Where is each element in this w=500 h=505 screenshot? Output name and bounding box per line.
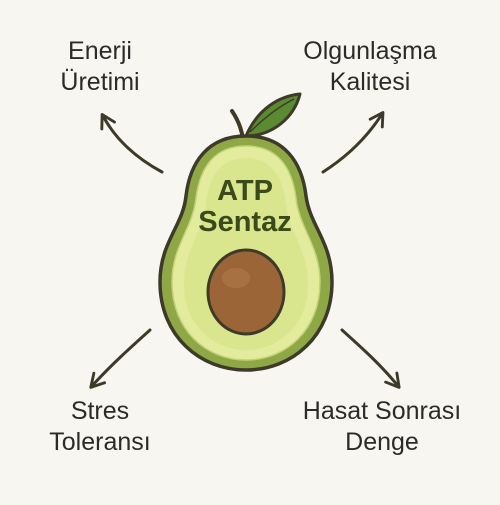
seed-highlight (222, 268, 250, 288)
arrow-bottom-left (89, 328, 152, 389)
label-line: Üretimi (60, 68, 140, 97)
label-line: Kalitesi (329, 68, 411, 97)
avocado-leaf (244, 92, 302, 138)
arrow-bottom-right (340, 328, 401, 389)
label-stress-tolerance: Stres Toleransı (30, 396, 170, 459)
label-line: Hasat Sonrası (302, 397, 462, 425)
label-ripening-quality: Olgunlaşma Kalitesi (280, 36, 460, 99)
avocado-seed (206, 248, 286, 336)
label-postharvest-balance: Hasat Sonrası Denge (282, 396, 482, 459)
arrow-top-left (100, 112, 164, 174)
label-line: Olgunlaşma (303, 37, 437, 65)
center-label-line2: Sentaz (198, 206, 292, 238)
label-energy-production: Enerji Üretimi (40, 36, 160, 99)
label-line: Stres (70, 397, 130, 425)
label-line: Enerji (68, 37, 132, 65)
label-line: Denge (345, 428, 419, 457)
arrow-top-right (321, 111, 385, 174)
label-line: Toleransı (49, 428, 151, 457)
leaf-vein (249, 98, 295, 133)
center-label-line1: ATP (217, 175, 273, 207)
